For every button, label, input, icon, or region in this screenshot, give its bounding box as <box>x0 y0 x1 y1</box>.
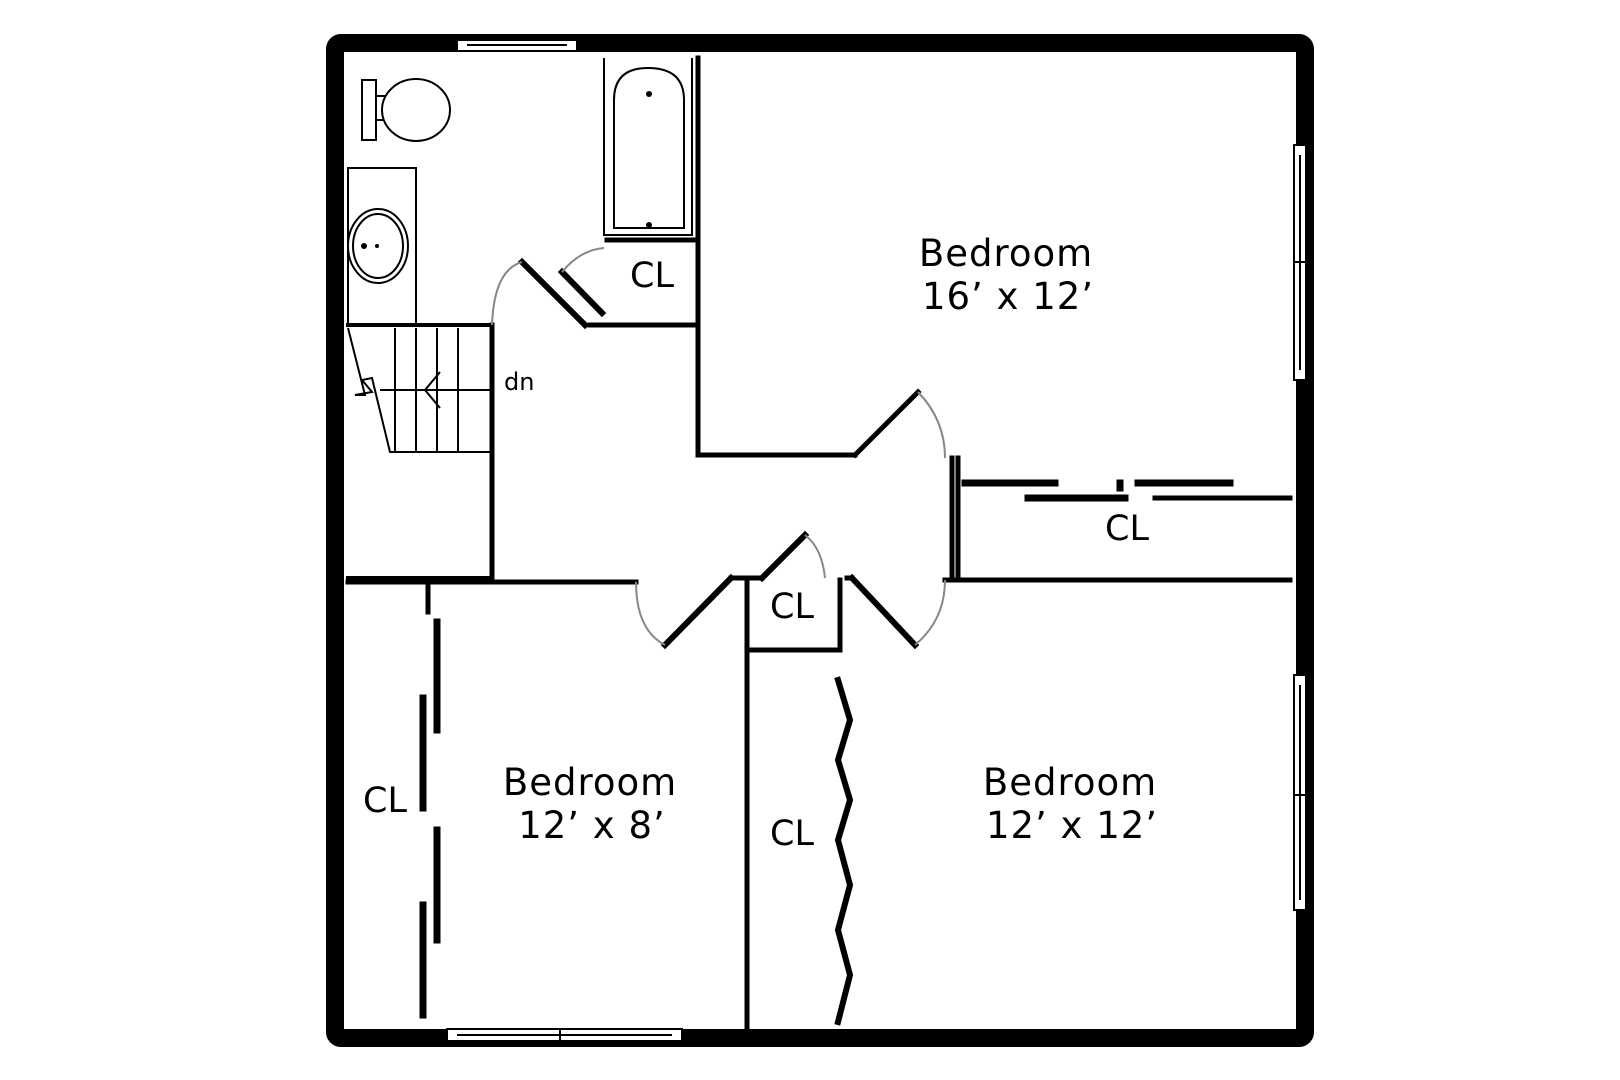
exterior-wall <box>326 34 1314 1047</box>
stairs-direction-label: dn <box>504 368 534 396</box>
window-right-lower <box>1293 674 1307 911</box>
hall-closet-right-label: CL <box>1105 509 1149 549</box>
toilet-icon <box>361 78 451 142</box>
bedroom-small-label: Bedroom <box>503 761 677 804</box>
bifold-closet-doors-middle <box>834 676 854 1026</box>
bifold-closet-doors-left <box>419 618 441 1019</box>
bath-closet-door <box>557 247 607 318</box>
bathroom-door <box>491 257 590 330</box>
staircase-icon <box>347 327 492 453</box>
bedroom-right-label: Bedroom <box>983 761 1157 804</box>
bedroom-right-door <box>847 573 946 650</box>
bedroom-large-label: Bedroom <box>919 232 1093 275</box>
window-top <box>456 39 578 52</box>
sliding-closet-doors <box>961 479 1234 502</box>
window-bottom <box>446 1028 683 1042</box>
middle-closet-label: CL <box>770 814 814 854</box>
bath-closet-label: CL <box>630 256 674 296</box>
bedroom-small-door <box>635 573 736 650</box>
hall-closet-small-label: CL <box>770 587 814 627</box>
bathtub-icon <box>603 58 693 236</box>
window-right-upper <box>1293 144 1307 381</box>
bedroom-small-size: 12’ x 8’ <box>518 804 666 847</box>
bedroom-large-size: 16’ x 12’ <box>922 275 1094 318</box>
sink-icon <box>347 167 417 325</box>
hall-closet-small-door <box>757 530 826 583</box>
bedroom-right-size: 12’ x 12’ <box>986 804 1158 847</box>
left-closet-label: CL <box>363 781 407 821</box>
bedroom-large-door <box>917 391 955 581</box>
